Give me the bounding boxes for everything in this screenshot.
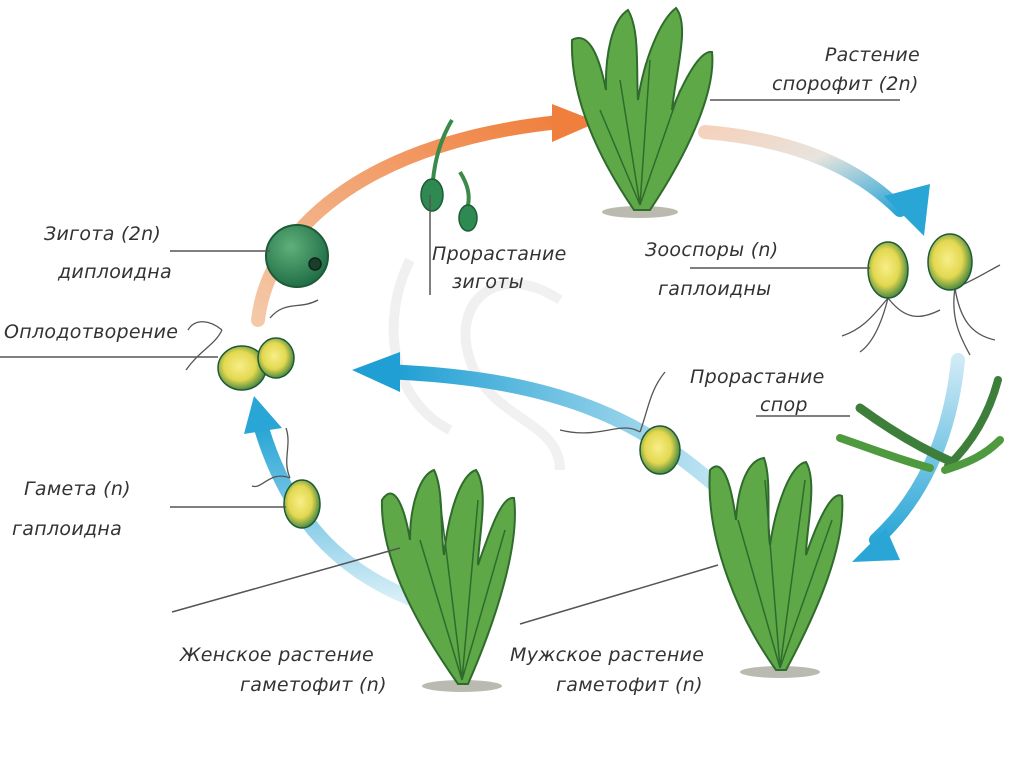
- male-gametophyte-label-line2: гаметофит (n): [556, 676, 703, 695]
- zoospores-label-line1: Зооспоры (n): [645, 241, 779, 260]
- female-gametophyte-label-line2: гаметофит (n): [240, 676, 387, 695]
- sporophyte-plant: [572, 8, 712, 218]
- spore-germination-label-line1: Прорастание: [690, 368, 825, 387]
- arrowhead-middle: [352, 352, 400, 392]
- zygote-germination-label-line2: зиготы: [452, 273, 524, 292]
- zygote-label-line1: Зигота (2n): [44, 225, 161, 244]
- zygote-germination-label-line1: Прорастание: [432, 245, 567, 264]
- fertilization-label: Оплодотворение: [4, 323, 178, 342]
- zygote-label-line2: диплоидна: [58, 263, 172, 282]
- sporophyte-label-line2: спорофит (2n): [772, 75, 919, 94]
- female-gametophyte-label-line1: Женское растение: [180, 646, 374, 665]
- spore-germination-filaments: [840, 380, 1000, 470]
- female-gametophyte-plant: [382, 470, 515, 692]
- arrowhead-left: [244, 396, 282, 434]
- zoospores-label-line2: гаплоидны: [658, 280, 771, 299]
- cycle-arrow-top-right: [705, 132, 900, 210]
- gamete-label-line1: Гамета (n): [24, 480, 131, 499]
- spore-germination-label-line2: спор: [760, 396, 808, 415]
- sporophyte-label-line1: Растение: [790, 46, 920, 65]
- zygote-cell: [266, 225, 328, 287]
- male-gametophyte-label-line1: Мужское растение: [510, 646, 704, 665]
- zoospore-cells: [842, 234, 1000, 355]
- male-gametophyte-plant: [710, 458, 843, 678]
- cycle-arrow-right: [876, 360, 958, 540]
- gamete-label-line2: гаплоидна: [12, 520, 122, 539]
